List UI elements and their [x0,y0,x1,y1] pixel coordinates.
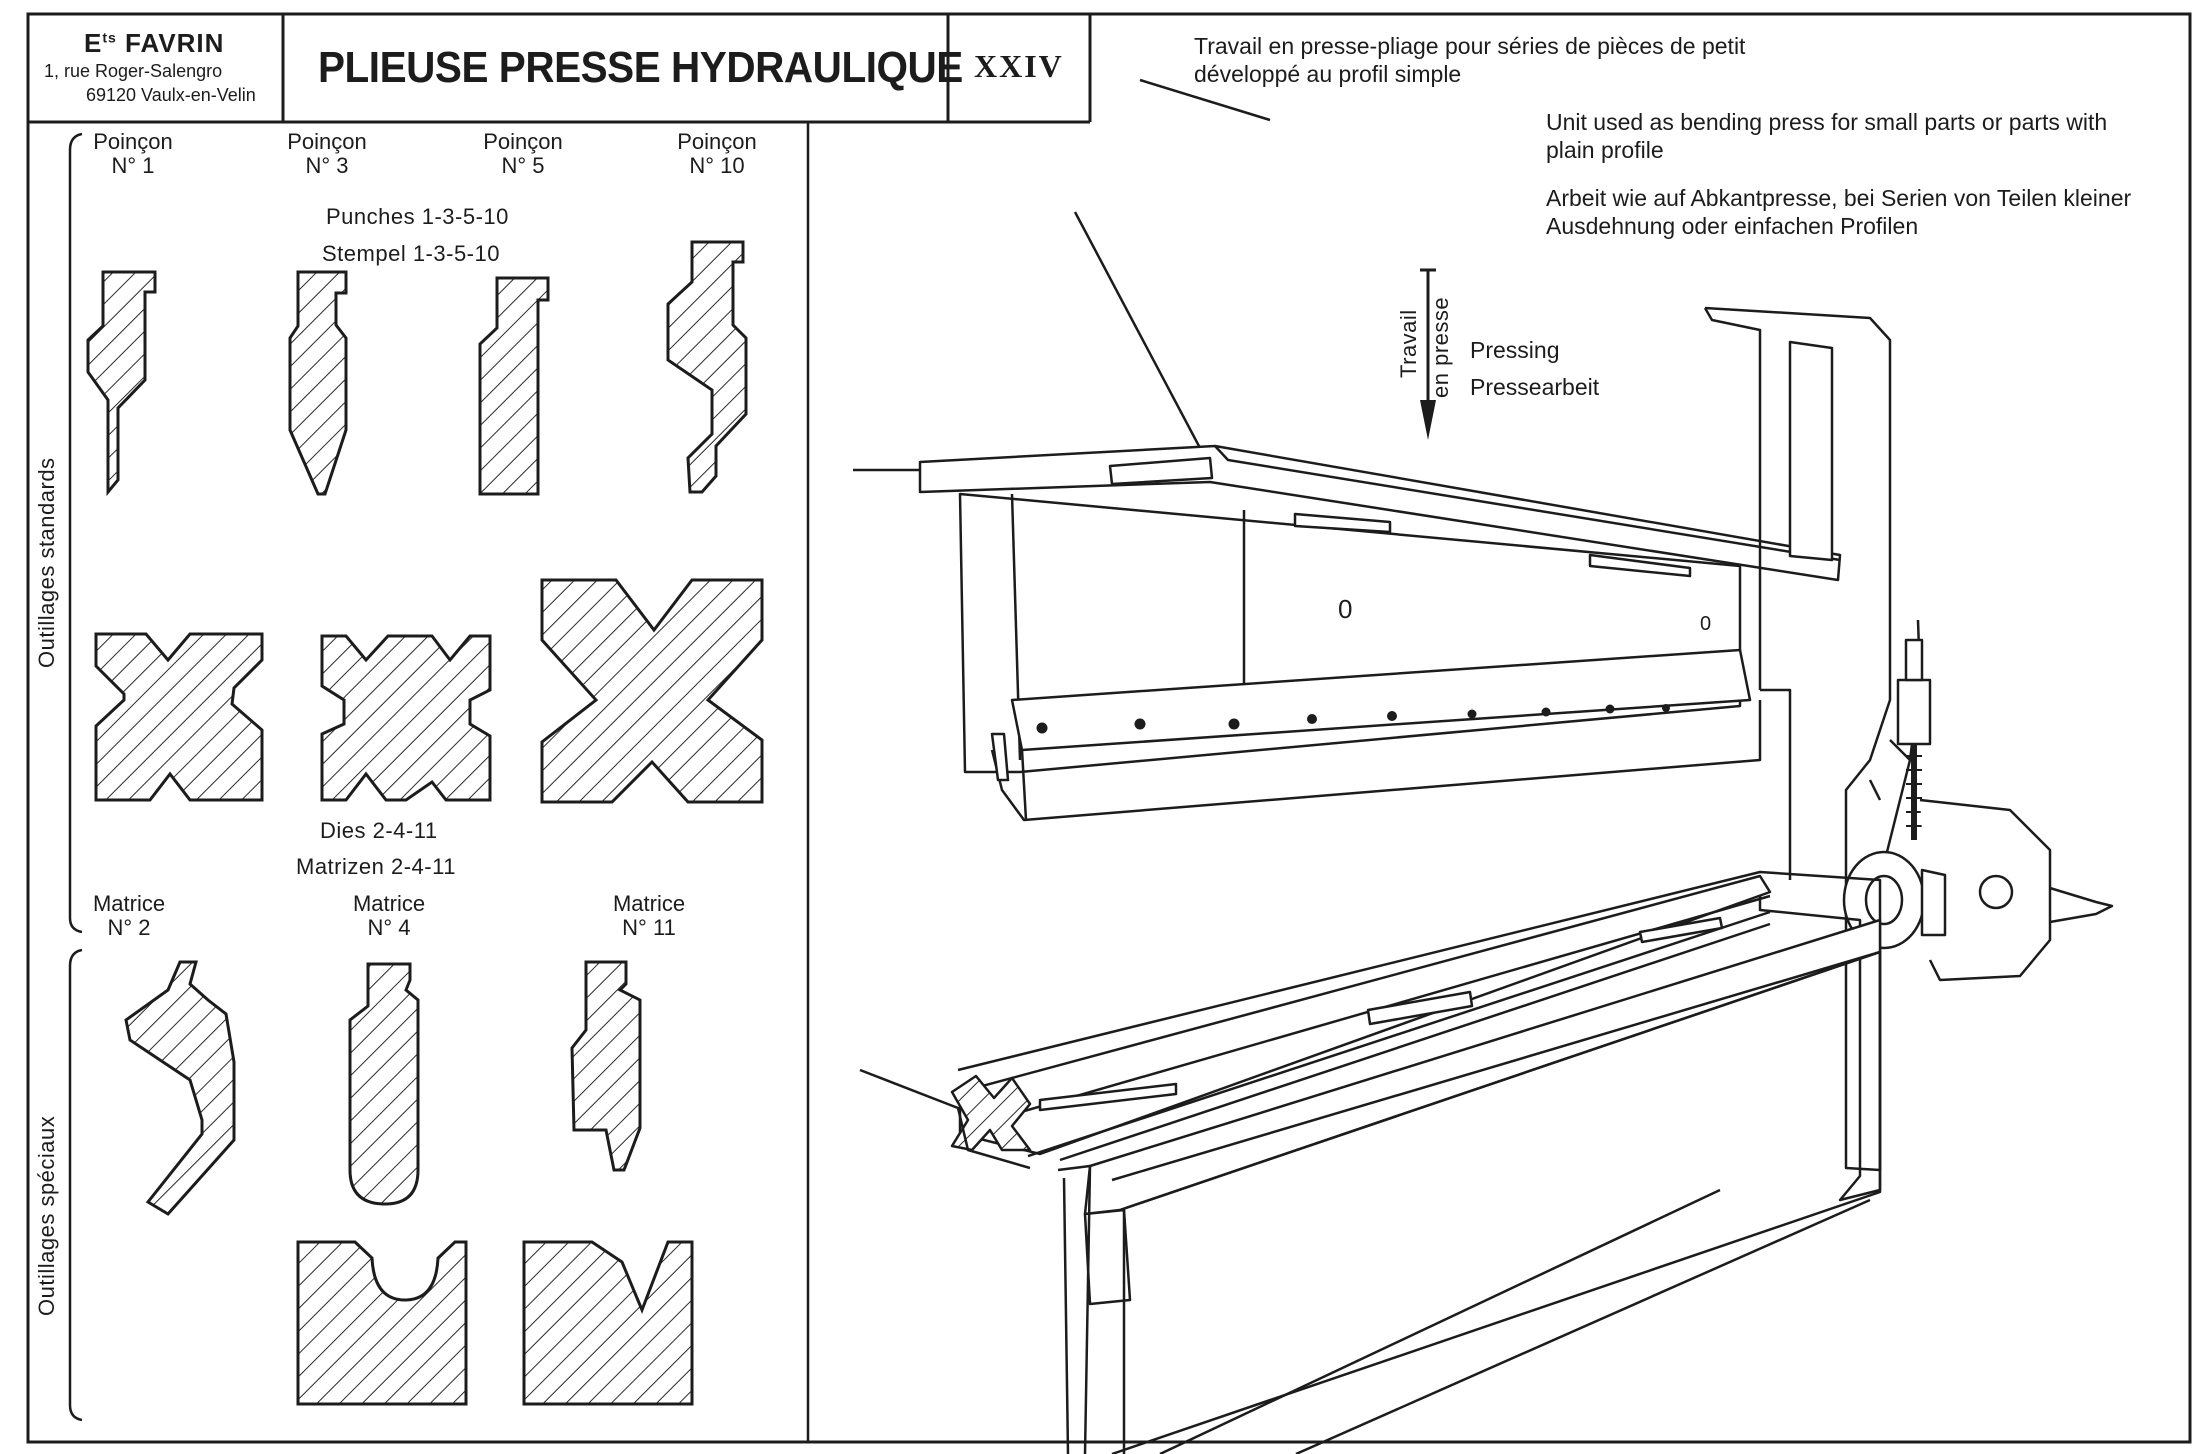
punch-caption-en: Punches 1-3-5-10 [326,204,509,229]
bracket-special [68,948,83,1422]
press-label-en: Pressing [1470,337,1560,363]
punch-3-profile [288,270,348,496]
press-arrow-label-line1: Travail [1396,309,1421,378]
bracket-standard [68,132,83,934]
die-block-round [296,1240,468,1406]
company-name: Ets FAVRIN [84,30,224,56]
punch-5-profile [478,276,550,496]
description-de: Arbeit wie auf Abkantpresse, bei Serien … [1546,185,2132,239]
die-11-title: Matrice [612,891,686,916]
press-label-de: Pressearbeit [1470,374,1600,400]
description-fr: Travail en presse-pliage pour séries de … [1194,33,1746,87]
punch-5-label: Poinçon N° 5 [464,130,582,178]
die-2-title: Matrice [92,891,166,916]
die-4-profile [348,962,420,1206]
die-4-title: Matrice [352,891,426,916]
press-direction-arrow [1420,268,1436,440]
punch-5-title: Poinçon [483,129,563,154]
punch-caption-de: Stempel 1-3-5-10 [322,241,500,266]
description-en: Unit used as bending press for small par… [1546,109,2108,163]
company-name-main: E [84,28,103,58]
page-title: PLIEUSE PRESSE HYDRAULIQUE [318,43,963,92]
die-11-profile [570,960,642,1172]
punch-10-title: Poinçon [677,129,757,154]
apron-hole-mark-small: 0 [1700,613,1712,635]
die-2-label: Matrice N° 2 [70,892,188,940]
press-illustration [853,78,2114,1454]
punch-10-label: Poinçon N° 10 [658,130,776,178]
punch-5-number: N° 5 [501,153,545,178]
beam-bolts [1036,704,1670,734]
die-block-right [540,578,764,804]
punch-3-number: N° 3 [305,153,349,178]
standard-tooling-label: Outillages standards [34,457,59,668]
punch-1-profile [86,270,157,497]
page-frame [26,12,2192,1444]
punch-1-number: N° 1 [111,153,155,178]
die-11-label: Matrice N° 11 [590,892,708,940]
die-4-number: N° 4 [367,915,411,940]
die-block-center [320,634,492,802]
dies-caption-de: Matrizen 2-4-11 [296,854,456,879]
punch-10-profile [666,240,748,494]
die-2-profile [124,960,236,1216]
plate-number: XXIV [974,48,1064,84]
company-name-sup: ts [102,29,117,46]
company-address-line2: 69120 Vaulx-en-Velin [86,85,256,105]
special-tooling-label: Outillages spéciaux [34,1115,59,1316]
punch-3-title: Poinçon [287,129,367,154]
company-name-rest: FAVRIN [116,28,225,58]
press-arrow-label-line2: en presse [1428,296,1453,398]
die-4-label: Matrice N° 4 [330,892,448,940]
dies-caption-en: Dies 2-4-11 [320,818,438,843]
punch-10-number: N° 10 [689,153,745,178]
apron-hole-mark: 0 [1338,594,1353,624]
die-block-vee [522,1240,694,1406]
punch-1-label: Poinçon N° 1 [74,130,192,178]
punch-1-title: Poinçon [93,129,173,154]
die-block-left [94,632,264,802]
company-address-line1: 1, rue Roger-Salengro [44,61,223,81]
die-11-number: N° 11 [622,915,676,940]
punch-3-label: Poinçon N° 3 [268,130,386,178]
die-2-number: N° 2 [107,915,151,940]
